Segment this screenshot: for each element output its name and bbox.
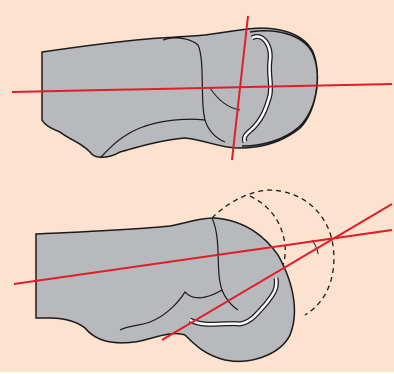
top-bone-shaft xyxy=(42,28,317,157)
